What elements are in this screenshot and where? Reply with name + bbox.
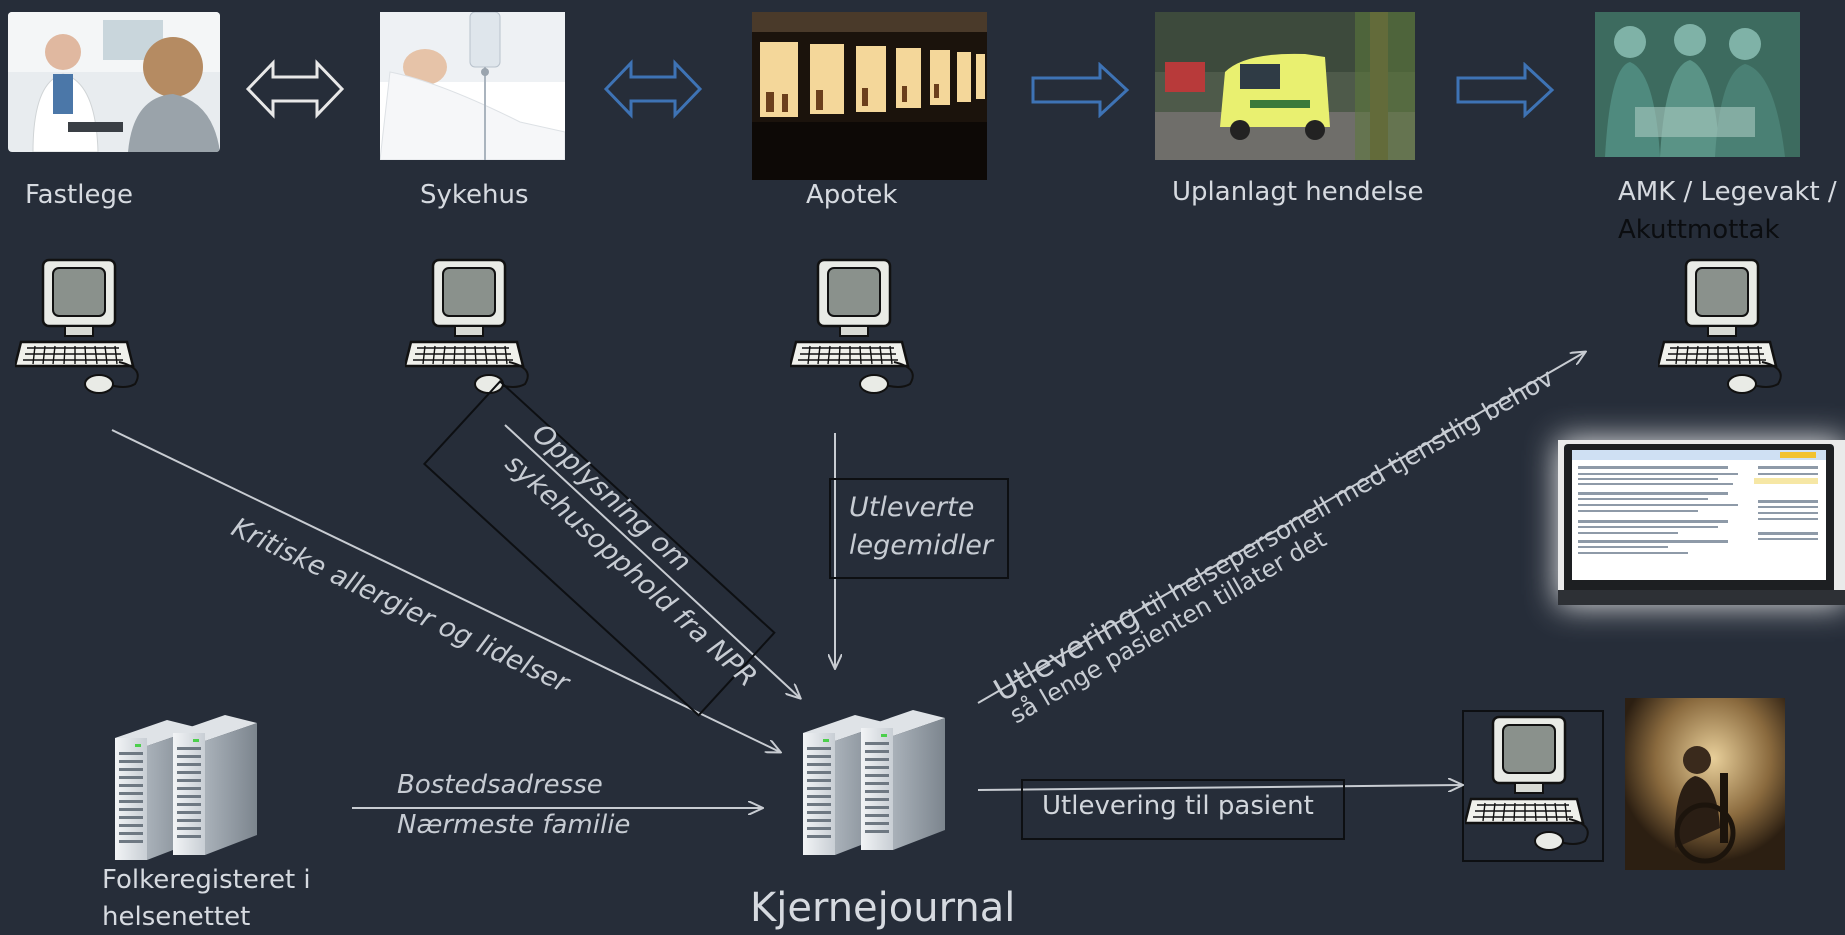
- double-arrow-sykehus-apotek: [603, 59, 703, 119]
- arrow-uplanlagt-amk: [1456, 62, 1555, 118]
- flow-label-legemidler-2: legemidler: [849, 530, 994, 561]
- label-amk: AMK / Legevakt /: [1618, 177, 1837, 207]
- flow-label-bosted-1: Bostedsadresse: [397, 770, 603, 800]
- double-arrow-fastlege-sykehus: [245, 59, 345, 119]
- legemidler-frame: [829, 478, 1009, 579]
- label-apotek: Apotek: [806, 180, 898, 210]
- flow-label-legemidler-1: Utleverte: [849, 492, 975, 523]
- apotek-photo: [752, 12, 987, 180]
- label-uplanlagt: Uplanlagt hendelse: [1172, 177, 1424, 207]
- label-folkeregister-1: Folkeregisteret i: [102, 865, 311, 895]
- kjernejournal-laptop-screen: [1558, 440, 1845, 605]
- pasient-label-frame: [1021, 779, 1345, 840]
- arrow-allergier: [111, 429, 780, 752]
- fastlege-photo: [8, 12, 220, 152]
- label-akuttmottak: Akuttmottak: [1618, 215, 1780, 245]
- label-fastlege: Fastlege: [25, 180, 133, 210]
- arrow-helsepersonell: [977, 352, 1585, 704]
- uplanlagt-photo: [1155, 12, 1415, 160]
- pasient-photo: [1625, 698, 1785, 870]
- flow-label-bosted-2: Nærmeste familie: [397, 810, 631, 840]
- center-title-kjernejournal: Kjernejournal: [750, 885, 1016, 931]
- flow-label-pasient: Utlevering til pasient: [1042, 791, 1314, 821]
- label-sykehus: Sykehus: [420, 180, 529, 210]
- arrow-npr: [504, 424, 800, 698]
- arrow-pasient: [977, 785, 1462, 790]
- label-folkeregister-2: helsenettet: [102, 902, 251, 932]
- sykehus-photo: [380, 12, 565, 160]
- arrow-apotek-uplanlagt: [1031, 62, 1130, 118]
- amk-photo: [1595, 12, 1800, 157]
